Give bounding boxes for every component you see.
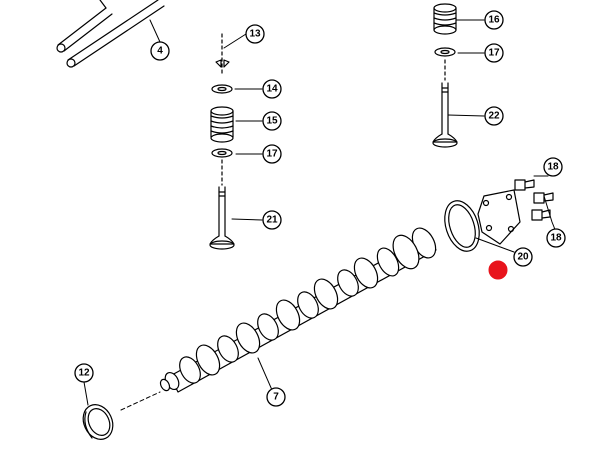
callout-18-top-circle: [543, 157, 563, 177]
callout-14-label: 14: [266, 84, 278, 95]
callout-15-label: 15: [266, 116, 278, 127]
center-valve-assembly: [209, 33, 235, 250]
callout-20-label: 20: [517, 252, 529, 263]
callout-17-center-label: 17: [266, 149, 278, 160]
callout-16-circle: [484, 10, 504, 30]
callout-22-label: 22: [488, 111, 500, 122]
callout-20-circle: [513, 247, 533, 267]
callout-15-circle: [262, 111, 282, 131]
callout-22-circle: [484, 106, 504, 126]
callout-13-label: 13: [249, 29, 261, 40]
leader-lines: [83, 19, 557, 411]
callout-21-circle: [262, 210, 282, 230]
callout-21-label: 21: [266, 215, 278, 226]
callout-7-circle: [266, 387, 286, 407]
callout-12-circle: [74, 363, 94, 383]
highlight-marker[interactable]: [488, 260, 508, 280]
callout-4-circle: [150, 41, 170, 61]
callout-17-right-circle: [484, 43, 504, 63]
callout-18-bottom-circle: [546, 228, 566, 248]
callout-18-top-label: 18: [547, 162, 559, 173]
callout-13-circle: [245, 24, 265, 44]
callout-16-label: 16: [488, 15, 500, 26]
callout-18-bottom-label: 18: [550, 233, 562, 244]
callout-12-label: 12: [78, 368, 90, 379]
callout-17-right-label: 17: [488, 48, 500, 59]
camshaft-seal: [82, 404, 114, 440]
callout-4-label: 4: [157, 46, 163, 57]
right-valve-assembly: [432, 3, 458, 148]
thrust-plate-assembly: [444, 179, 554, 252]
pushrods: [56, 0, 165, 68]
callout-14-circle: [262, 79, 282, 99]
camshaft: [159, 227, 437, 393]
callout-17-center-circle: [262, 144, 282, 164]
callout-7-label: 7: [273, 392, 279, 403]
